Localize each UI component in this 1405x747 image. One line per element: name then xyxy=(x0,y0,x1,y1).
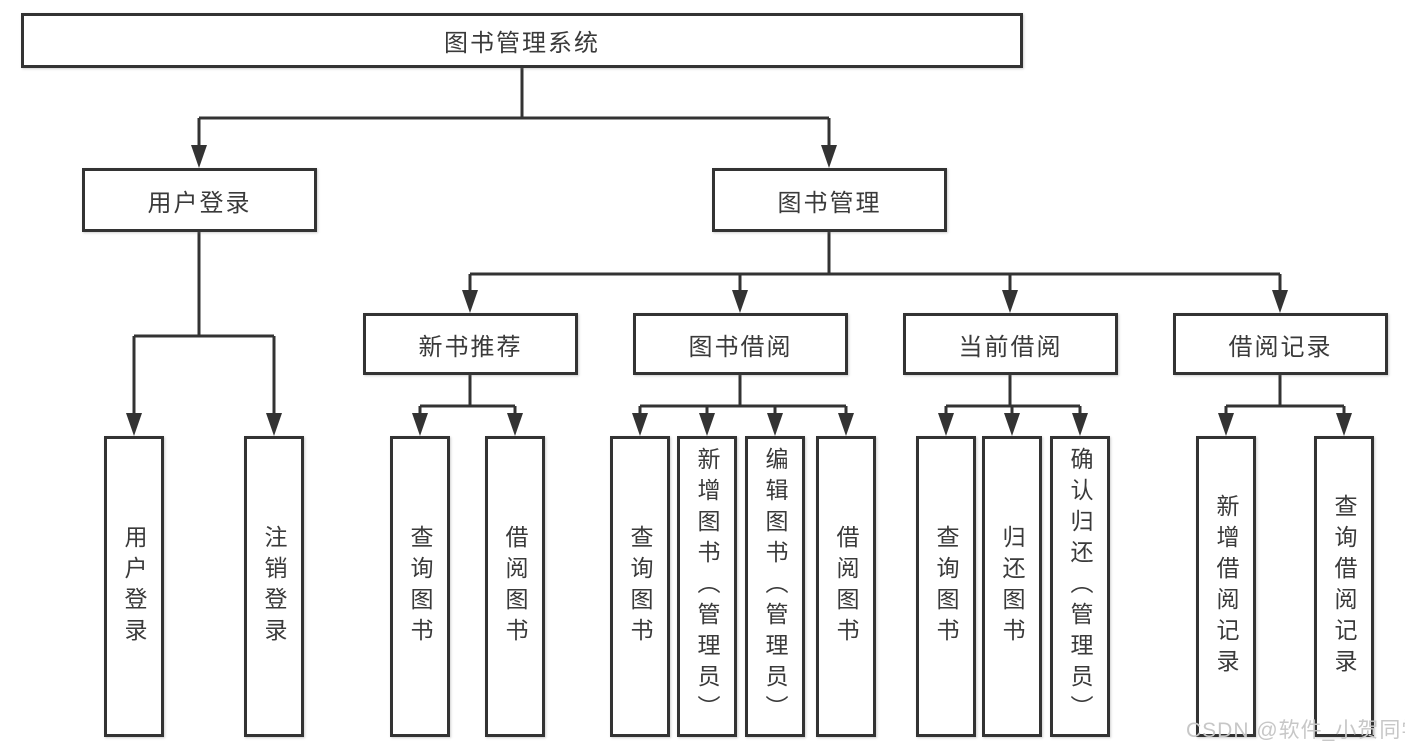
node-br-query-record: 查询借阅记录 xyxy=(1314,436,1374,737)
node-user-login-action: 用户登录 xyxy=(104,436,164,737)
node-new-book-recommend: 新书推荐 xyxy=(363,313,578,375)
node-bb-add-book-admin: 新增图书（管理员） xyxy=(677,436,737,737)
node-book-borrowing: 图书借阅 xyxy=(633,313,848,375)
node-bb-edit-book-admin: 编辑图书（管理员） xyxy=(745,436,805,737)
node-bb-borrow-books-label: 借阅图书 xyxy=(833,524,859,649)
node-book-management: 图书管理 xyxy=(712,168,947,232)
node-book-management-label: 图书管理 xyxy=(777,189,882,217)
node-br-add-record-label: 新增借阅记录 xyxy=(1213,493,1239,680)
node-current-borrowing-label: 当前借阅 xyxy=(958,333,1063,361)
node-bb-add-book-admin-label: 新增图书（管理员） xyxy=(694,447,720,726)
node-cb-confirm-return-admin-label: 确认归还（管理员） xyxy=(1067,447,1093,726)
node-logout-action-label: 注销登录 xyxy=(261,524,287,649)
node-br-query-record-label: 查询借阅记录 xyxy=(1331,493,1357,680)
node-cb-query-books-label: 查询图书 xyxy=(933,524,959,649)
node-bb-edit-book-admin-label: 编辑图书（管理员） xyxy=(762,447,788,726)
node-bb-query-books: 查询图书 xyxy=(610,436,670,737)
node-new-book-recommend-label: 新书推荐 xyxy=(418,333,523,361)
node-book-borrowing-label: 图书借阅 xyxy=(688,333,793,361)
node-cb-return-books-label: 归还图书 xyxy=(999,524,1025,649)
csdn-watermark: CSDN @软件_小贺同学 xyxy=(1186,719,1405,742)
node-cb-return-books: 归还图书 xyxy=(982,436,1042,737)
node-nbr-borrow-books: 借阅图书 xyxy=(485,436,545,737)
node-root: 图书管理系统 xyxy=(21,13,1023,68)
node-borrow-records: 借阅记录 xyxy=(1173,313,1388,375)
node-user-login: 用户登录 xyxy=(82,168,317,232)
node-cb-confirm-return-admin: 确认归还（管理员） xyxy=(1050,436,1110,737)
node-user-login-label: 用户登录 xyxy=(147,189,252,217)
node-br-add-record: 新增借阅记录 xyxy=(1196,436,1256,737)
node-nbr-query-books-label: 查询图书 xyxy=(407,524,433,649)
node-logout-action: 注销登录 xyxy=(244,436,304,737)
node-cb-query-books: 查询图书 xyxy=(916,436,976,737)
node-nbr-query-books: 查询图书 xyxy=(390,436,450,737)
node-user-login-action-label: 用户登录 xyxy=(121,524,147,649)
node-borrow-records-label: 借阅记录 xyxy=(1228,333,1333,361)
node-bb-borrow-books: 借阅图书 xyxy=(816,436,876,737)
node-current-borrowing: 当前借阅 xyxy=(903,313,1118,375)
node-root-label: 图书管理系统 xyxy=(444,30,600,57)
node-nbr-borrow-books-label: 借阅图书 xyxy=(502,524,528,649)
node-bb-query-books-label: 查询图书 xyxy=(627,524,653,649)
